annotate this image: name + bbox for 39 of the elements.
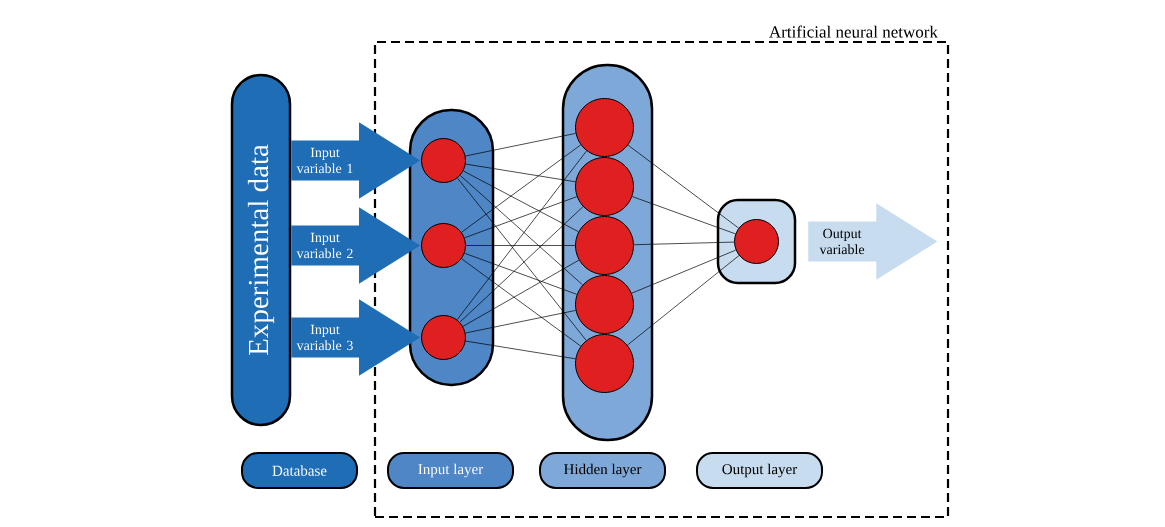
database-pill: Experimental data [230,73,292,427]
connection-line [457,177,587,341]
connection-line [459,175,583,286]
connection-line [631,249,737,294]
legend-key: Hidden layer [539,452,666,489]
neuron-circle [575,275,634,334]
neuron-circle [734,219,779,264]
neuron-circle [421,223,466,268]
arrow-label: Input variable 1 [296,147,353,174]
connection-line [461,258,582,347]
arrow-label: Input variable 2 [296,232,353,259]
neuron-circle [575,216,634,275]
connection-line [465,340,576,360]
connection-line [463,170,579,233]
arrow-label: Input variable 3 [296,324,353,351]
arrow-label: Output variable [819,228,865,255]
neuron-circle [575,157,634,216]
connection-line [459,206,584,323]
connection-line [465,310,576,334]
neuron-circle [421,138,466,183]
connection-line [464,252,578,295]
connection-line [633,241,735,246]
neuron-circle [575,334,634,393]
connection-line [464,196,578,239]
neuron-circle [575,98,634,157]
legend-key: Input layer [387,452,514,489]
connection-line [465,245,576,246]
connection-line [465,163,576,183]
legend-key: Database [241,452,358,489]
connection-line [461,144,582,233]
connection-line [627,255,740,346]
neuron-circle [421,315,466,360]
connection-line [631,196,736,235]
connection-line [456,150,587,320]
legend-key: Output layer [696,452,823,489]
connection-line [462,259,580,327]
node-label: Artificial neural network [769,25,938,38]
connection-line [465,133,576,157]
connection-line [627,144,739,229]
